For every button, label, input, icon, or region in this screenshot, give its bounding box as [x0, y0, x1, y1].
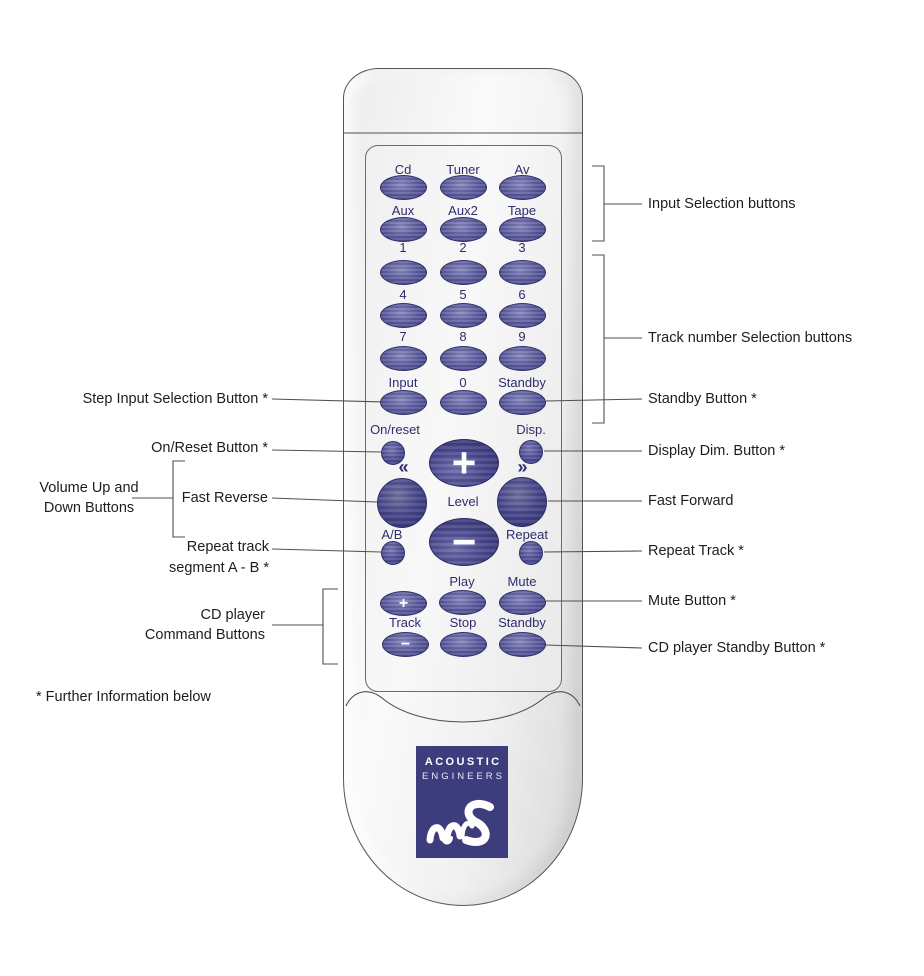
- button-track-plus[interactable]: +: [380, 591, 427, 616]
- button-1[interactable]: [380, 260, 427, 285]
- button-play[interactable]: [439, 590, 486, 615]
- button-tuner[interactable]: [440, 175, 487, 200]
- button-on-reset[interactable]: [381, 441, 405, 465]
- button-av[interactable]: [499, 175, 546, 200]
- label-6: 6: [518, 287, 526, 302]
- label-repeat: Repeat: [506, 527, 548, 542]
- callout-volume: Volume Up and Down Buttons: [39, 480, 139, 516]
- button-track-minus[interactable]: −: [382, 632, 429, 657]
- label-standby: Standby: [498, 375, 546, 390]
- button-fast-reverse[interactable]: [377, 478, 427, 528]
- callout-track-number: Track number Selection buttons: [648, 330, 853, 346]
- button-volume-down[interactable]: −: [429, 518, 499, 566]
- label-tuner: Tuner: [446, 162, 480, 177]
- callout-input-selection: Input Selection buttons: [648, 196, 796, 212]
- label-7: 7: [399, 329, 407, 344]
- button-7[interactable]: [380, 346, 427, 371]
- button-fast-forward[interactable]: [497, 477, 547, 527]
- label-9: 9: [518, 329, 526, 344]
- button-cd-standby[interactable]: [499, 632, 546, 657]
- callout-standby: Standby Button *: [648, 391, 757, 407]
- label-av: Av: [514, 162, 530, 177]
- callout-step-input: Step Input Selection Button *: [82, 391, 268, 407]
- button-mute[interactable]: [499, 590, 546, 615]
- label-5: 5: [459, 287, 467, 302]
- logo-text-acoustic: ACOUSTIC: [424, 756, 502, 768]
- minus-icon: −: [451, 518, 477, 565]
- button-9[interactable]: [499, 346, 546, 371]
- button-stop[interactable]: [440, 632, 487, 657]
- button-3[interactable]: [499, 260, 546, 285]
- label-1: 1: [399, 240, 407, 255]
- label-2: 2: [459, 240, 467, 255]
- button-0[interactable]: [440, 390, 487, 415]
- button-input[interactable]: [380, 390, 427, 415]
- callout-cd-standby: CD player Standby Button *: [648, 640, 826, 656]
- rewind-chevrons-icon: «: [398, 457, 408, 477]
- button-standby[interactable]: [499, 390, 546, 415]
- label-aux2: Aux2: [448, 203, 478, 218]
- button-repeat[interactable]: [519, 541, 543, 565]
- button-volume-up[interactable]: +: [429, 439, 499, 487]
- label-on-reset: On/reset: [370, 422, 420, 437]
- brand-logo: ACOUSTIC ENGINEERS: [416, 746, 508, 858]
- logo-text-engineers: ENGINEERS: [422, 771, 505, 782]
- label-4: 4: [399, 287, 407, 302]
- callout-display-dim: Display Dim. Button *: [648, 443, 785, 459]
- label-input: Input: [388, 375, 418, 390]
- label-0: 0: [459, 375, 467, 390]
- label-level: Level: [447, 494, 479, 509]
- button-disp[interactable]: [519, 440, 543, 464]
- callout-on-reset: On/Reset Button *: [151, 440, 268, 456]
- footnote: * Further Information below: [36, 689, 211, 705]
- label-8: 8: [459, 329, 467, 344]
- button-4[interactable]: [380, 303, 427, 328]
- label-mute: Mute: [507, 574, 537, 589]
- label-tape: Tape: [507, 203, 537, 218]
- button-2[interactable]: [440, 260, 487, 285]
- label-ab: A/B: [381, 527, 403, 542]
- callout-cd-command: CD player Command Buttons: [144, 607, 265, 643]
- button-6[interactable]: [499, 303, 546, 328]
- callout-fast-reverse: Fast Reverse: [181, 490, 268, 506]
- label-track: Track: [388, 615, 422, 630]
- button-aux[interactable]: [380, 217, 427, 242]
- forward-chevrons-icon: »: [517, 457, 527, 477]
- button-8[interactable]: [440, 346, 487, 371]
- button-cd[interactable]: [380, 175, 427, 200]
- button-tape[interactable]: [499, 217, 546, 242]
- label-disp: Disp.: [516, 422, 546, 437]
- callout-fast-forward: Fast Forward: [648, 493, 734, 509]
- label-aux: Aux: [391, 203, 415, 218]
- callout-mute: Mute Button *: [648, 593, 736, 609]
- plus-icon: +: [451, 439, 477, 486]
- button-aux2[interactable]: [440, 217, 487, 242]
- callout-repeat-track: Repeat Track *: [648, 543, 744, 559]
- label-stop: Stop: [449, 615, 477, 630]
- button-5[interactable]: [440, 303, 487, 328]
- atc-script-logo: [426, 800, 494, 846]
- plus-icon: +: [398, 594, 409, 612]
- label-play: Play: [449, 574, 475, 589]
- callout-repeat-segment: Repeat track segment A - B *: [169, 539, 269, 576]
- label-cd: Cd: [394, 162, 412, 177]
- minus-icon: −: [400, 635, 411, 653]
- label-cd-standby: Standby: [498, 615, 546, 630]
- button-ab-repeat[interactable]: [381, 541, 405, 565]
- label-3: 3: [518, 240, 526, 255]
